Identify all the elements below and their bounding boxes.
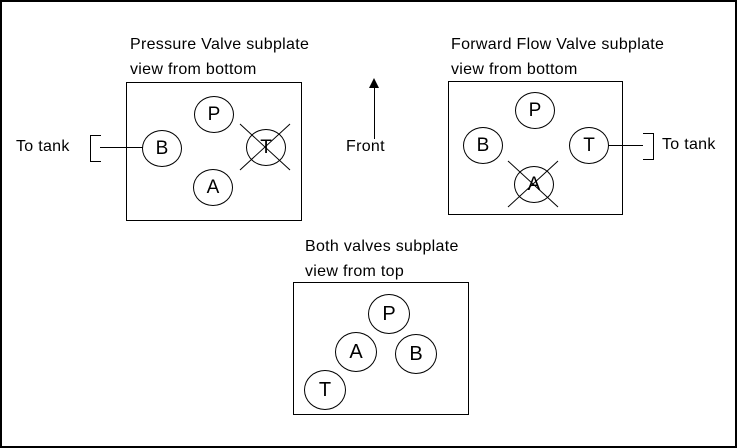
up-arrow-icon bbox=[369, 78, 379, 88]
both-title-line1: Both valves subplate bbox=[305, 238, 459, 255]
both-port-t: T bbox=[304, 370, 346, 410]
tank-connector-line bbox=[608, 145, 643, 146]
both-panel-title: Both valves subplate view from top bbox=[305, 234, 459, 284]
forward-port-t: T bbox=[569, 127, 609, 164]
both-port-b: B bbox=[395, 334, 437, 374]
pressure-port-a: A bbox=[193, 169, 233, 206]
port-label: T bbox=[583, 134, 595, 156]
tank-connector-line bbox=[100, 147, 143, 148]
port-label: A bbox=[527, 173, 541, 195]
port-label: P bbox=[528, 99, 542, 121]
forward-title-line1: Forward Flow Valve subplate bbox=[451, 36, 665, 53]
forward-tank-label: To tank bbox=[662, 136, 716, 153]
pressure-title-line1: Pressure Valve subplate bbox=[130, 36, 310, 53]
port-label: B bbox=[476, 134, 490, 156]
both-port-p: P bbox=[368, 294, 410, 334]
both-port-a: A bbox=[335, 332, 377, 372]
bracket-icon bbox=[90, 135, 101, 162]
port-label: T bbox=[260, 136, 272, 158]
front-arrow-line bbox=[374, 86, 375, 139]
pressure-port-p: P bbox=[194, 96, 234, 133]
pressure-port-t: T bbox=[246, 129, 286, 166]
forward-port-a: A bbox=[514, 166, 554, 203]
port-label: P bbox=[207, 103, 221, 125]
port-label: B bbox=[409, 342, 423, 365]
port-label: P bbox=[382, 302, 396, 325]
port-label: T bbox=[318, 378, 332, 401]
pressure-title-line2: view from bottom bbox=[130, 61, 257, 78]
port-label: B bbox=[155, 137, 169, 159]
forward-title-line2: view from bottom bbox=[451, 61, 578, 78]
port-label: A bbox=[206, 176, 220, 198]
front-label: Front bbox=[346, 138, 385, 155]
port-label: A bbox=[349, 340, 363, 363]
pressure-tank-label: To tank bbox=[16, 138, 70, 155]
both-title-line2: view from top bbox=[305, 263, 405, 280]
forward-port-b: B bbox=[463, 127, 503, 164]
forward-panel-title: Forward Flow Valve subplate view from bo… bbox=[451, 32, 664, 82]
pressure-port-b: B bbox=[142, 130, 182, 167]
pressure-panel-title: Pressure Valve subplate view from bottom bbox=[130, 32, 309, 82]
bracket-icon bbox=[643, 133, 654, 160]
forward-port-p: P bbox=[515, 92, 555, 129]
